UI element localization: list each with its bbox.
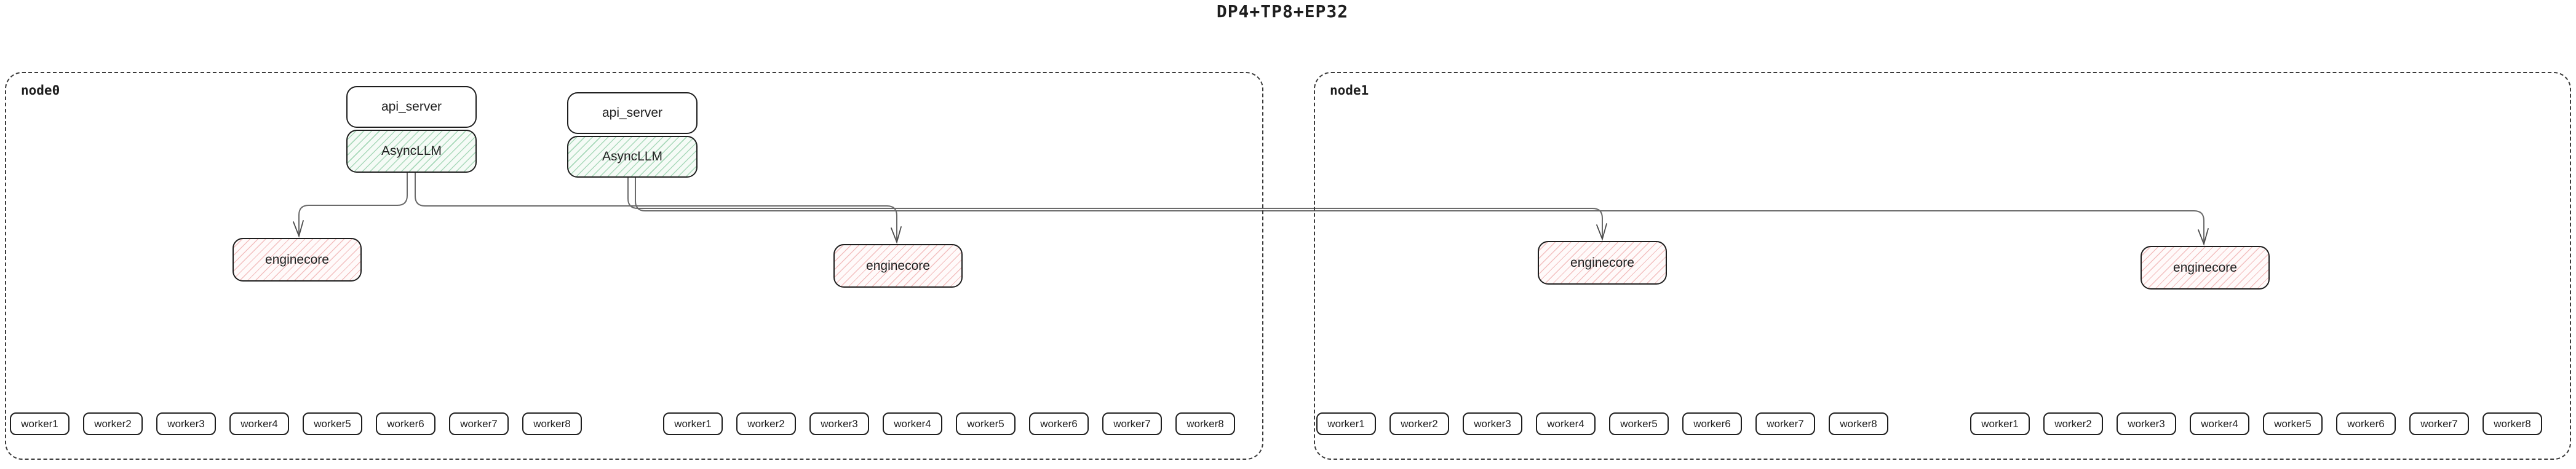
- worker-chip: worker5: [303, 412, 362, 435]
- worker-chip: worker6: [1029, 412, 1089, 435]
- worker-chip: worker4: [883, 412, 942, 435]
- worker-group-1: worker1 worker2 worker3 worker4 worker5 worke…: [10, 412, 582, 435]
- worker-chip: worker8: [2483, 412, 2542, 435]
- asyncllm-box-2: AsyncLLM: [567, 136, 698, 178]
- enginecore-box-1: enginecore: [233, 238, 362, 282]
- node1-container: node1: [1314, 72, 2571, 460]
- worker-chip: worker8: [522, 412, 582, 435]
- worker-chip: worker1: [1316, 412, 1376, 435]
- diagram-title: DP4+TP8+EP32: [1216, 1, 1349, 22]
- worker-chip: worker6: [1682, 412, 1742, 435]
- node0-label: node0: [21, 83, 60, 98]
- worker-group-4: worker1 worker2 worker3 worker4 worker5 worke…: [1970, 412, 2542, 435]
- enginecore-box-3: enginecore: [1538, 241, 1667, 285]
- worker-chip: worker2: [2043, 412, 2103, 435]
- enginecore-box-4: enginecore: [2141, 246, 2270, 290]
- worker-chip: worker7: [1102, 412, 1162, 435]
- node1-label: node1: [1330, 83, 1369, 98]
- worker-chip: worker3: [809, 412, 869, 435]
- worker-chip: worker7: [2409, 412, 2469, 435]
- worker-chip: worker5: [2263, 412, 2323, 435]
- worker-chip: worker6: [376, 412, 435, 435]
- worker-chip: worker3: [2117, 412, 2176, 435]
- enginecore-box-2: enginecore: [833, 244, 963, 288]
- worker-chip: worker1: [10, 412, 70, 435]
- worker-chip: worker3: [156, 412, 216, 435]
- worker-chip: worker4: [229, 412, 289, 435]
- worker-chip: worker5: [956, 412, 1016, 435]
- node0-container: node0: [5, 72, 1263, 460]
- worker-chip: worker3: [1463, 412, 1522, 435]
- worker-chip: worker4: [1536, 412, 1596, 435]
- worker-group-3: worker1 worker2 worker3 worker4 worker5 worke…: [1316, 412, 1888, 435]
- worker-chip: worker8: [1829, 412, 1888, 435]
- worker-chip: worker8: [1175, 412, 1235, 435]
- worker-chip: worker4: [2190, 412, 2249, 435]
- worker-chip: worker1: [1970, 412, 2030, 435]
- worker-chip: worker7: [1755, 412, 1815, 435]
- worker-chip: worker2: [1389, 412, 1449, 435]
- worker-chip: worker2: [83, 412, 143, 435]
- api-server-box-2: api_server: [567, 92, 698, 134]
- api-server-box-1: api_server: [346, 86, 477, 128]
- worker-group-2: worker1 worker2 worker3 worker4 worker5 worke…: [663, 412, 1235, 435]
- worker-chip: worker6: [2336, 412, 2396, 435]
- worker-chip: worker7: [449, 412, 509, 435]
- worker-chip: worker1: [663, 412, 723, 435]
- worker-chip: worker2: [736, 412, 796, 435]
- asyncllm-box-1: AsyncLLM: [346, 130, 477, 173]
- worker-chip: worker5: [1609, 412, 1669, 435]
